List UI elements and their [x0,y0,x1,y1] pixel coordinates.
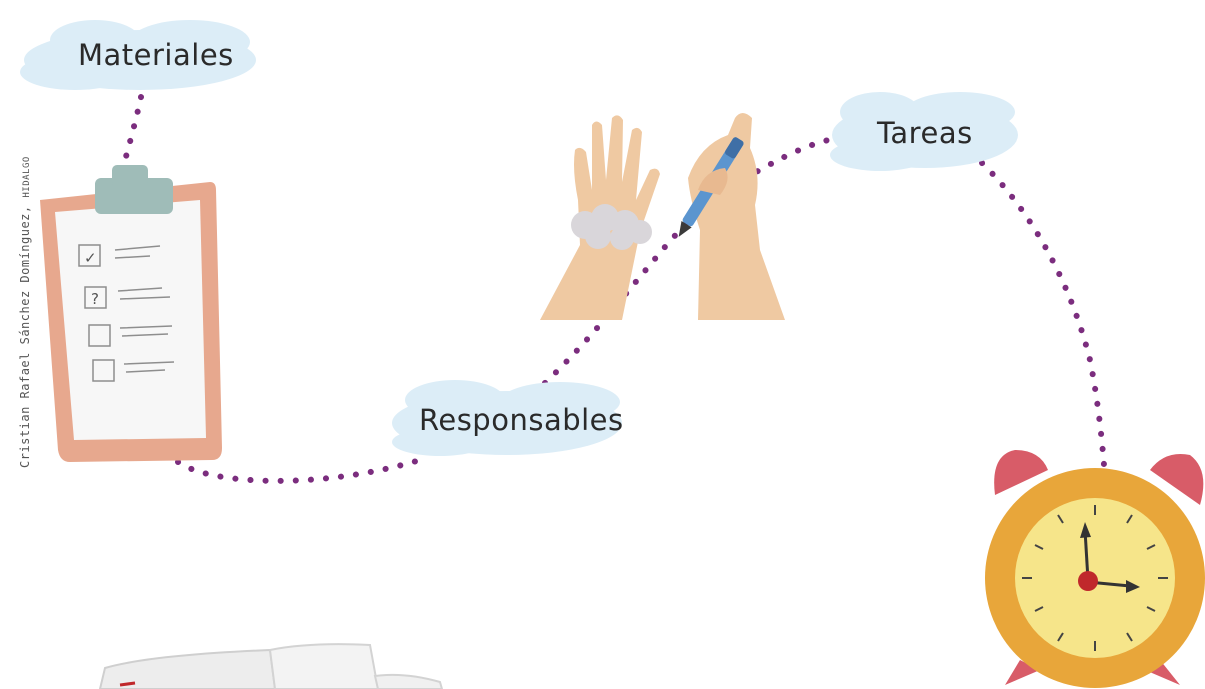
clipboard-icon [40,165,222,462]
clipboard-question-mark: ? [91,290,99,308]
raised-hands-icon [540,113,785,320]
credit-place: HIDALGO [22,156,32,197]
papers-icon [100,644,442,689]
credit-name: Cristian Rafael Sánchez Domínguez, [18,205,32,468]
dotted-path-clock [982,163,1104,465]
clipboard-check-mark: ✓ [84,249,97,267]
label-responsables: Responsables [419,403,624,437]
alarm-clock-icon [985,450,1205,688]
label-materiales: Materiales [78,38,234,72]
photo-credit: Cristian Rafael Sánchez Domínguez, HIDAL… [18,156,32,468]
dotted-path-responsables [178,460,420,481]
label-tareas: Tareas [877,116,973,150]
